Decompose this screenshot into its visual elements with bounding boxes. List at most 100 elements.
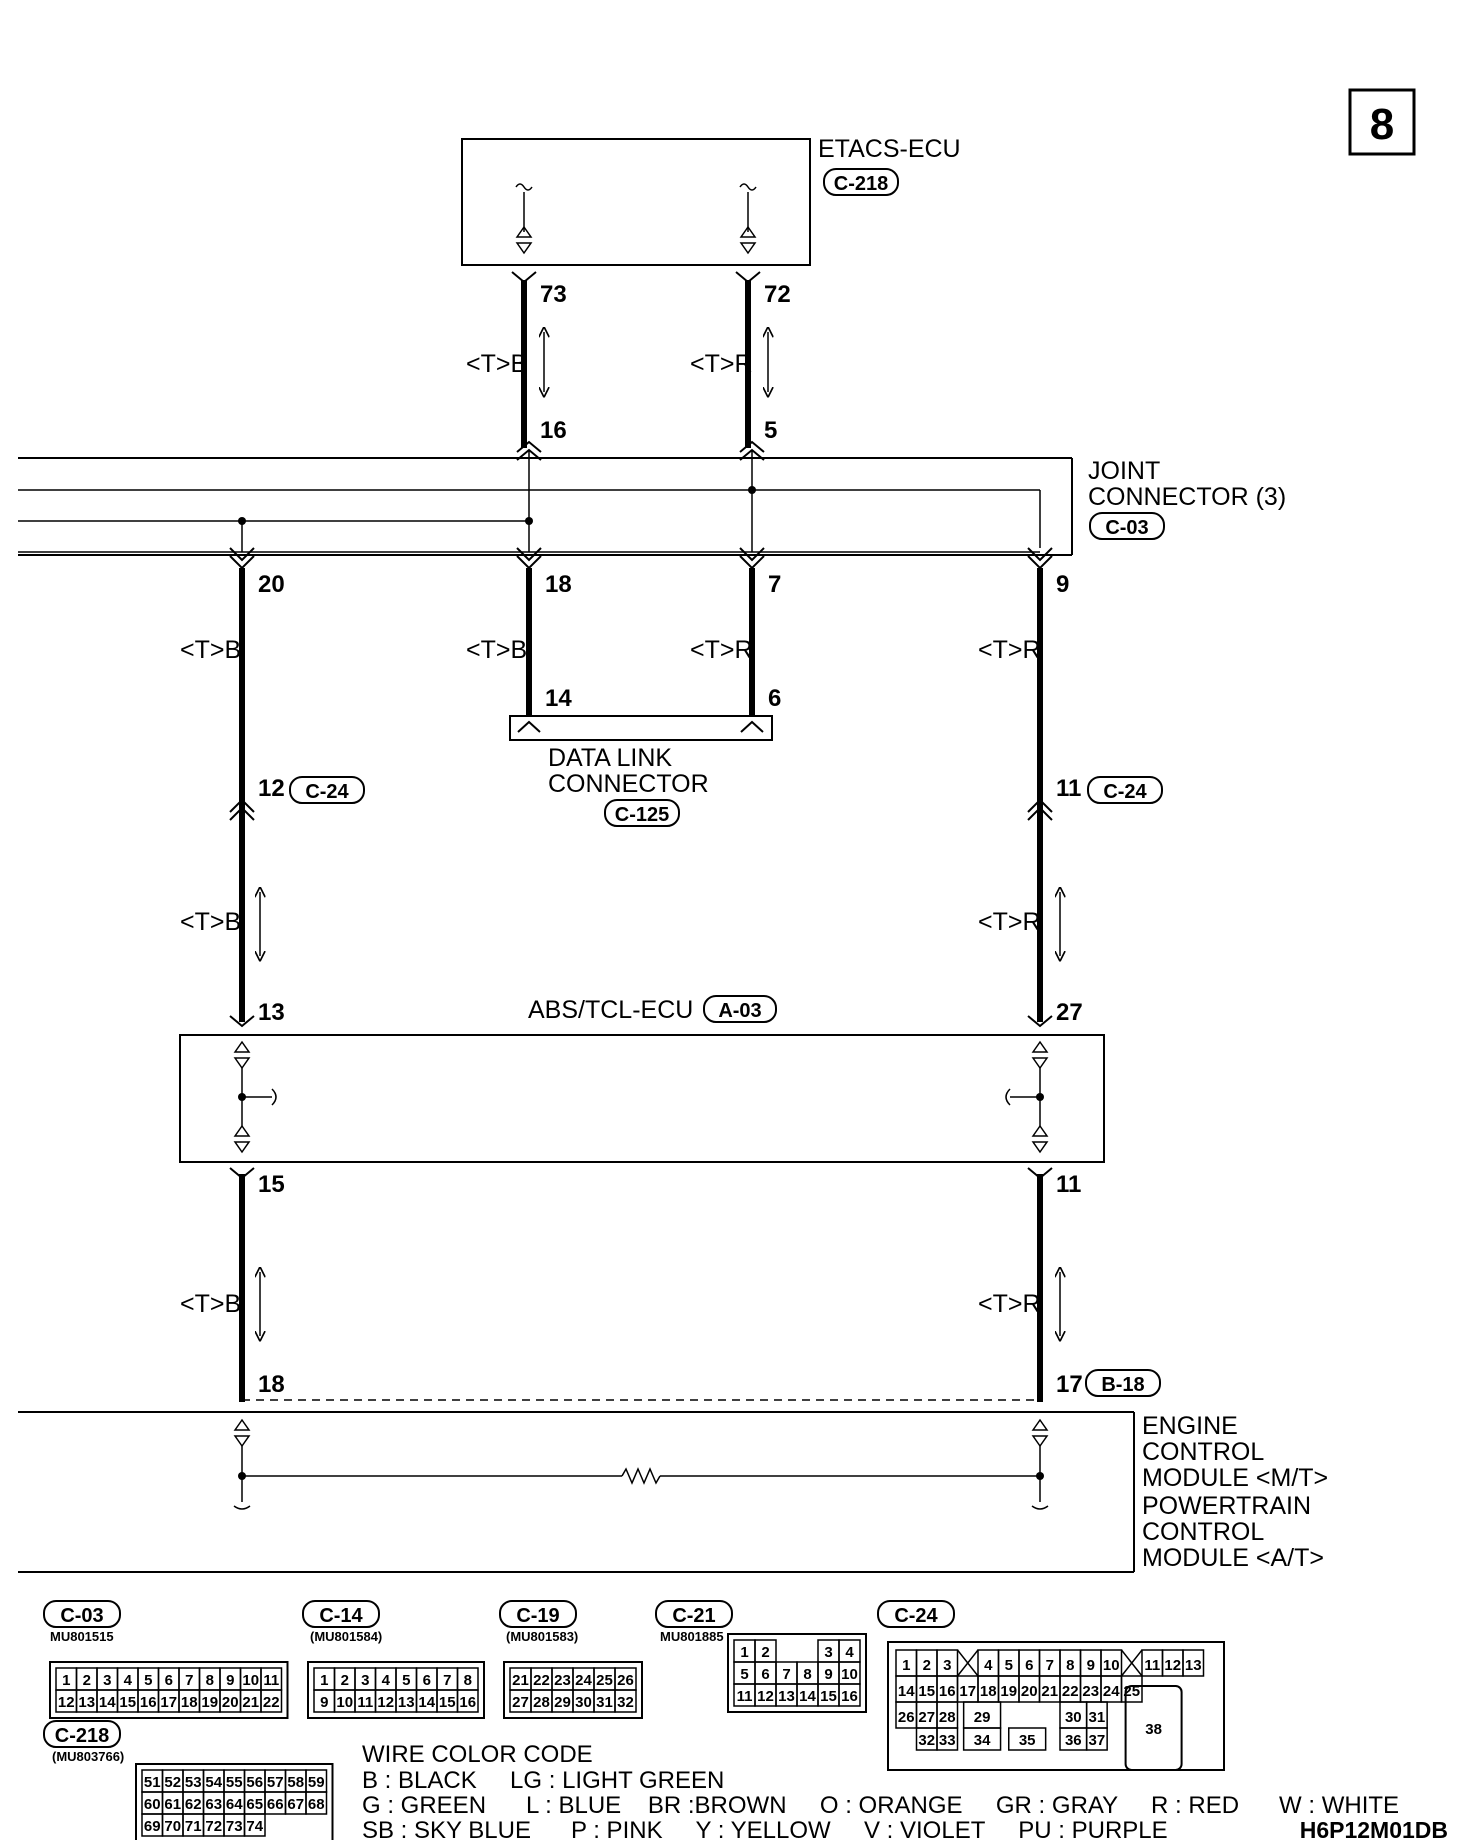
connector-pin-number: 16 — [841, 1688, 858, 1705]
etacs-connector-code: C-218 — [834, 173, 888, 195]
connector-pin-number: 15 — [820, 1688, 837, 1705]
connector-pin-number: 26 — [617, 1672, 634, 1689]
connector-part-number: (MU801584) — [310, 1629, 382, 1644]
connector-pin-number: 31 — [596, 1694, 613, 1711]
connector-pin-number: 2 — [341, 1672, 349, 1689]
connector-pin-number: 26 — [898, 1709, 915, 1726]
connector-pin-number: 52 — [164, 1774, 181, 1791]
connector-pin-number: 3 — [943, 1657, 951, 1674]
connector-pin-number: 3 — [103, 1672, 111, 1689]
connector-pin-number: 7 — [185, 1672, 193, 1689]
connector-pin-number: 10 — [336, 1694, 353, 1711]
connector-id-badge — [499, 1600, 577, 1628]
connector-pin-number: 12 — [58, 1694, 75, 1711]
pin-27: 27 — [1056, 999, 1083, 1026]
connector-views: C-03MU801515C-14(MU801584)C-19(MU801583)… — [43, 1600, 1225, 1840]
connector-pin-number: 3 — [361, 1672, 369, 1689]
connector-pin-number: 24 — [1103, 1683, 1120, 1700]
connector-pin-number: 5 — [740, 1666, 748, 1683]
page-number-box: 8 — [1348, 88, 1416, 156]
connector-pin-number: 13 — [398, 1694, 415, 1711]
pcm-label-3: MODULE <A/T> — [1142, 1544, 1324, 1572]
pin-11-c24: 11 — [1056, 775, 1081, 802]
connector-housing — [727, 1633, 867, 1713]
connector-pin-number: 2 — [761, 1644, 769, 1661]
connector-pin-number: 61 — [164, 1796, 181, 1813]
page-number: 8 — [1370, 100, 1394, 149]
connector-pin-number: 18 — [181, 1694, 198, 1711]
connector-pin-number: 3 — [824, 1644, 832, 1661]
c24-ref-right: C-24 — [1103, 781, 1147, 803]
connector-pin-number: 4 — [984, 1657, 993, 1674]
connector-cavity — [1124, 1685, 1183, 1771]
connector-pin-number: 55 — [226, 1774, 243, 1791]
connector-pin-number: 8 — [464, 1672, 472, 1689]
connector-pin-number: 71 — [185, 1818, 202, 1835]
connector-pin-number: 68 — [308, 1796, 325, 1813]
connector-pin-number: 22 — [1062, 1683, 1079, 1700]
connector-cavity — [1120, 1675, 1143, 1703]
connector-pin-number: 36 — [1065, 1732, 1082, 1749]
wire-color-code: WIRE COLOR CODE B : BLACK LG : LIGHT GRE… — [362, 1741, 1399, 1840]
connector-pin-number: 63 — [205, 1796, 222, 1813]
connector-pin-number: 2 — [923, 1657, 931, 1674]
connector-pin-number: 51 — [144, 1774, 161, 1791]
pcm-label-2: CONTROL — [1142, 1518, 1264, 1546]
wire-label-red: <T>R — [978, 636, 1041, 664]
connector-pin-number: 10 — [1103, 1657, 1120, 1674]
connector-pin-number: 12 — [757, 1688, 774, 1705]
ecm-label-2: CONTROL — [1142, 1438, 1264, 1466]
connector-pin-number: 62 — [185, 1796, 202, 1813]
connector-cavity — [614, 1689, 637, 1713]
connector-pin-number: 12 — [1164, 1657, 1181, 1674]
connector-id-badge — [43, 1720, 121, 1748]
connector-pin-number: 28 — [533, 1694, 550, 1711]
dlc-label-2: CONNECTOR — [548, 770, 709, 798]
connector-housing — [135, 1763, 334, 1840]
connector-pin-number: 8 — [206, 1672, 214, 1689]
b18-ref: B-18 — [1101, 1374, 1144, 1396]
connector-cavity — [838, 1683, 861, 1707]
pin-18-joint: 18 — [545, 571, 572, 598]
connector-pin-number: 14 — [799, 1688, 816, 1705]
connector-pin-number: 70 — [164, 1818, 181, 1835]
connector-pin-number: 38 — [1145, 1721, 1162, 1738]
connector-pin-number: 57 — [267, 1774, 284, 1791]
connector-cavity — [456, 1689, 479, 1713]
connector-pin-number: 23 — [554, 1672, 571, 1689]
connector-pin-number: 65 — [246, 1796, 263, 1813]
connector-pin-number: 30 — [1065, 1709, 1082, 1726]
connector-part-number: (MU803766) — [52, 1749, 124, 1764]
wire-color-code-line-2: G : GREEN L : BLUE BR :BROWN O : ORANGE … — [362, 1792, 1399, 1819]
connector-pin-number: 16 — [939, 1683, 956, 1700]
connector-id-badge — [43, 1600, 121, 1628]
etacs-ecu-block: ETACS-ECU C-218 — [461, 135, 961, 266]
c24-intermediate-connector: C-24 C-24 — [229, 776, 1163, 956]
connector-pin-number: 6 — [761, 1666, 769, 1683]
connector-pin-number: 13 — [778, 1688, 795, 1705]
connector-id-badge — [877, 1600, 955, 1628]
connector-pin-number: 8 — [1066, 1657, 1074, 1674]
pin-9: 9 — [1056, 571, 1069, 598]
connector-pin-number: 2 — [83, 1672, 91, 1689]
connector-pin-number: 25 — [596, 1672, 613, 1689]
connector-pin-number: 69 — [144, 1818, 161, 1835]
connector-pin-number: 60 — [144, 1796, 161, 1813]
connector-pin-number: 30 — [575, 1694, 592, 1711]
wire-label-black: <T>B — [180, 636, 241, 664]
abs-ecm-wires — [229, 1167, 1060, 1402]
connector-pin-number: 6 — [423, 1672, 431, 1689]
data-link-connector-block: DATA LINK CONNECTOR C-125 — [509, 715, 773, 827]
wire-label-black: <T>B — [466, 636, 527, 664]
connector-pin-number: 31 — [1089, 1709, 1106, 1726]
wire-label-red: <T>R — [978, 908, 1041, 936]
connector-pin-number: 4 — [845, 1644, 854, 1661]
connector-pin-number: 67 — [287, 1796, 304, 1813]
etacs-wires — [511, 271, 768, 448]
connector-pin-number: 4 — [124, 1672, 133, 1689]
connector-pin-number: 5 — [1005, 1657, 1013, 1674]
abs-connector-code: A-03 — [718, 1000, 761, 1022]
connector-part-number: (MU801583) — [506, 1629, 578, 1644]
connector-pin-number: 19 — [1000, 1683, 1017, 1700]
